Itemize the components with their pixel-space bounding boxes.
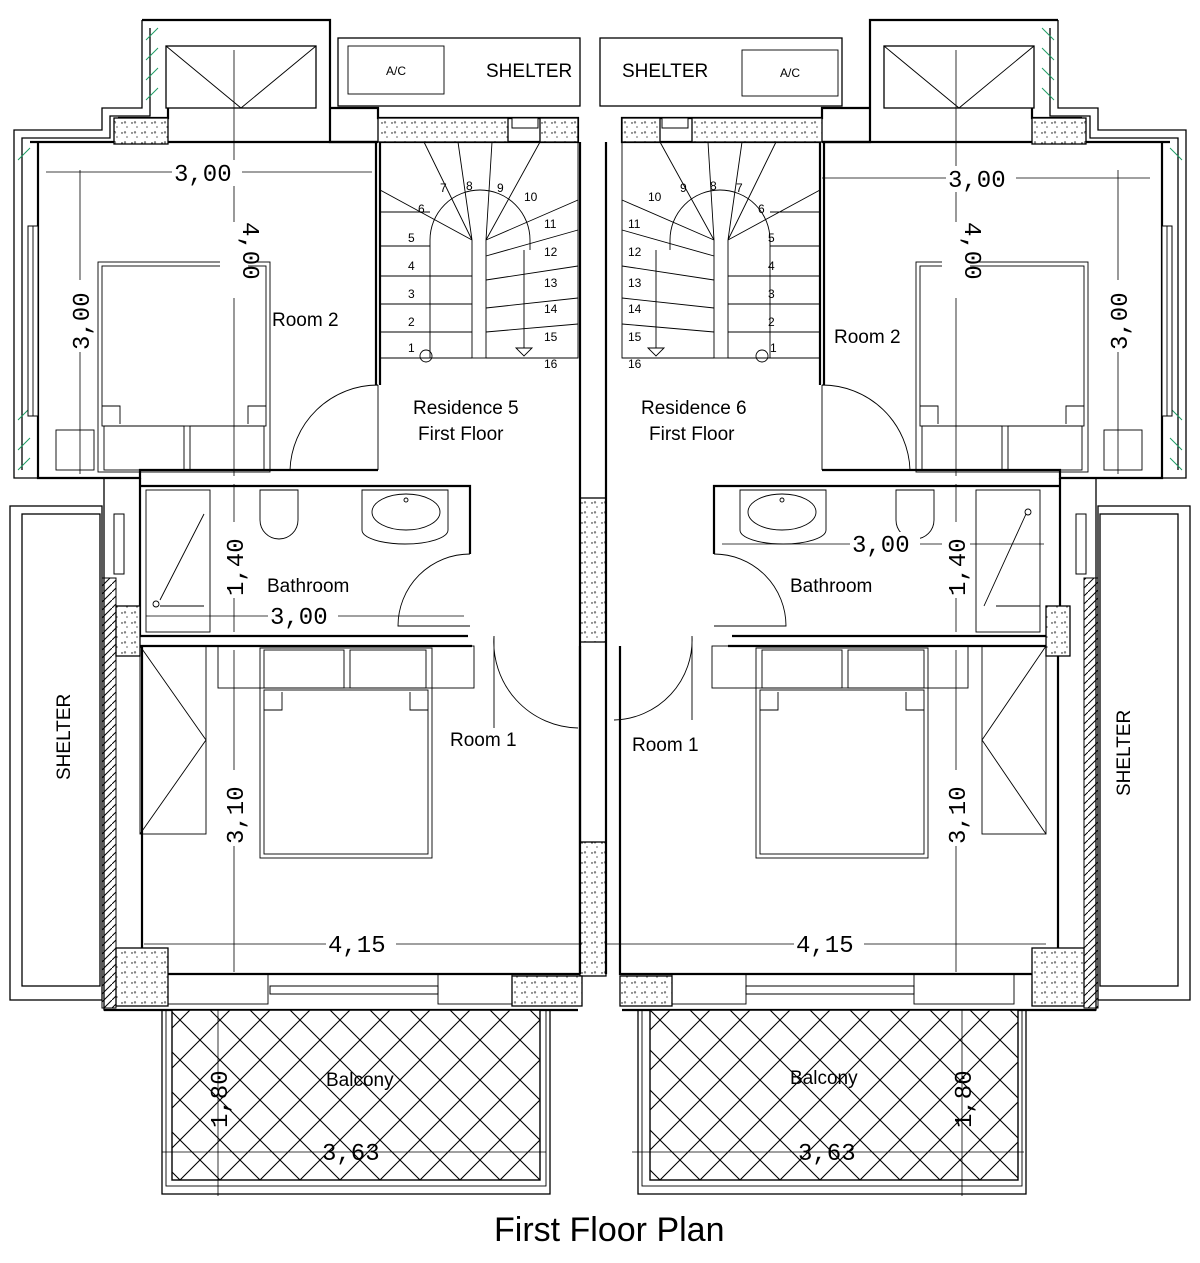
- top-shelter-label-left: SHELTER: [486, 61, 572, 82]
- dim-bath-depth-res5: 1,40: [224, 538, 251, 596]
- step-12: 12: [628, 245, 642, 259]
- dim-room2-width-res6: 3,00: [948, 168, 1006, 195]
- ac-label-right: A/C: [780, 66, 800, 80]
- top-shelter-label-right: SHELTER: [622, 61, 708, 82]
- step-8: 8: [710, 179, 717, 193]
- step-7: 7: [440, 181, 447, 195]
- bed-room1-res5: [259, 647, 433, 859]
- step-13: 13: [544, 276, 558, 290]
- bed-room2-res6: [915, 261, 1143, 473]
- step-9: 9: [497, 181, 504, 195]
- staircase-res5: 1 2 3 4 5 6 7 8 9 10 11 12 13 14 15 16: [379, 141, 579, 371]
- balcony-label-res6: Balcony: [790, 1068, 858, 1089]
- dim-room1-depth-res5: 3,10: [224, 786, 251, 844]
- step-5: 5: [408, 231, 415, 245]
- step-7: 7: [736, 181, 743, 195]
- dim-bath-width-res6: 3,00: [852, 533, 910, 560]
- side-shelter-label-left: SHELTER: [54, 694, 75, 780]
- step-16: 16: [628, 357, 642, 371]
- step-2: 2: [768, 315, 775, 329]
- dim-room2-depth-res5: 4,00: [235, 222, 262, 280]
- step-12: 12: [544, 245, 558, 259]
- step-16: 16: [544, 357, 558, 371]
- dim-balcony-width-res6: 3,63: [798, 1141, 856, 1168]
- step-11: 11: [544, 217, 557, 231]
- step-6: 6: [758, 202, 765, 216]
- bathroom-label-res5: Bathroom: [267, 576, 349, 597]
- step-9: 9: [680, 181, 687, 195]
- bed-room2-res5: [55, 261, 271, 473]
- dim-bath-depth-res6: 1,40: [946, 538, 973, 596]
- room1-label-res5: Room 1: [450, 730, 517, 751]
- residence-6-plan: 1 2 3 4 5 6 7 8 9 10 11 12 13 14 15 16: [599, 18, 1191, 1195]
- staircase-res6: 1 2 3 4 5 6 7 8 9 10 11 12 13 14 15 16: [621, 141, 821, 371]
- step-10: 10: [648, 190, 662, 204]
- step-3: 3: [408, 287, 415, 301]
- residence-floor-res5: First Floor: [418, 424, 504, 445]
- step-1: 1: [408, 341, 415, 355]
- step-5: 5: [768, 231, 775, 245]
- dim-room2-width-res5: 3,00: [174, 162, 232, 189]
- dim-room1-width-res5: 4,15: [328, 933, 386, 960]
- labels: SHELTER SHELTER A/C A/C SHELTER SHELTER …: [54, 61, 1135, 1091]
- step-8: 8: [466, 179, 473, 193]
- residence-floor-res6: First Floor: [649, 424, 735, 445]
- residence-name-res5: Residence 5: [413, 398, 519, 419]
- bed-room1-res6: [755, 647, 929, 859]
- balcony-label-res5: Balcony: [326, 1070, 394, 1091]
- room2-label-res6: Room 2: [834, 327, 901, 348]
- step-2: 2: [408, 315, 415, 329]
- ac-label-left: A/C: [386, 64, 406, 78]
- step-15: 15: [544, 330, 558, 344]
- dim-room2-window-res6: 3,00: [1108, 292, 1135, 350]
- step-4: 4: [408, 259, 415, 273]
- step-6: 6: [418, 202, 425, 216]
- room1-label-res6: Room 1: [632, 735, 699, 756]
- dim-room2-depth-res6: 4,00: [957, 222, 984, 280]
- step-10: 10: [524, 190, 538, 204]
- dim-bath-width-res5: 3,00: [270, 605, 328, 632]
- step-15: 15: [628, 330, 642, 344]
- residence-name-res6: Residence 6: [641, 398, 747, 419]
- dim-balcony-width-res5: 3,63: [322, 1141, 380, 1168]
- room2-label-res5: Room 2: [272, 310, 339, 331]
- dim-room1-width-res6: 4,15: [796, 933, 854, 960]
- step-1: 1: [770, 341, 777, 355]
- dimension-values: 3,00 4,00 3,00 1,40 3,00 3,10 4,15 1,80 …: [66, 160, 1135, 1168]
- dim-room1-depth-res6: 3,10: [946, 786, 973, 844]
- dim-balcony-depth-res6: 1,80: [952, 1070, 979, 1128]
- step-11: 11: [628, 217, 641, 231]
- dim-room2-window-res5: 3,00: [70, 292, 97, 350]
- step-4: 4: [768, 259, 775, 273]
- step-14: 14: [628, 302, 642, 316]
- plan-title: First Floor Plan: [494, 1211, 725, 1249]
- step-14: 14: [544, 302, 558, 316]
- side-shelter-label-right: SHELTER: [1114, 710, 1135, 796]
- step-13: 13: [628, 276, 642, 290]
- dim-balcony-depth-res5: 1,80: [208, 1070, 235, 1128]
- step-3: 3: [768, 287, 775, 301]
- bathroom-label-res6: Bathroom: [790, 576, 872, 597]
